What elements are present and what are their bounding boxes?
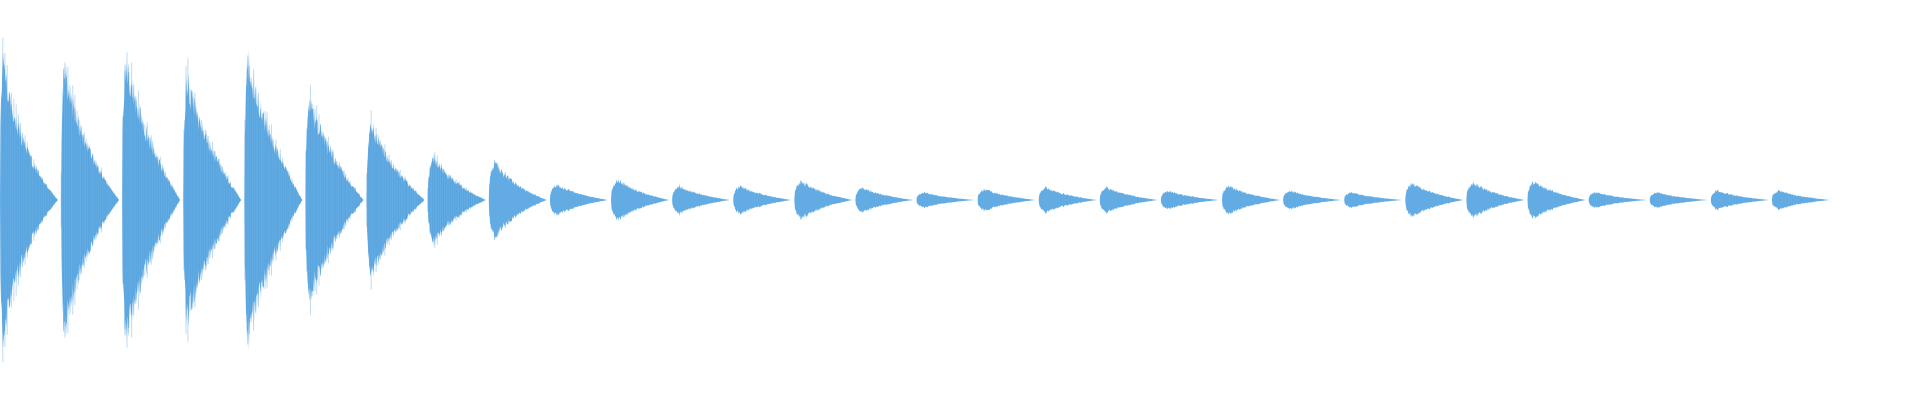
waveform-burst [1222, 184, 1280, 216]
waveform-burst [1649, 191, 1708, 209]
waveform-burst [916, 191, 975, 209]
waveform-burst [1710, 189, 1769, 211]
waveform-burst [1099, 186, 1158, 214]
waveform-burst [672, 184, 731, 216]
waveform-burst [305, 98, 364, 302]
waveform-burst [122, 59, 181, 341]
waveform-burst [183, 72, 242, 328]
waveform-burst [0, 51, 58, 349]
waveform-burst [549, 183, 608, 217]
waveform-burst [1527, 180, 1586, 220]
waveform-burst [1405, 182, 1464, 218]
waveform-burst [366, 122, 425, 278]
waveform-burst [427, 153, 486, 247]
waveform-burst [1344, 191, 1403, 209]
waveform-group [0, 37, 1830, 363]
waveform-burst [488, 159, 547, 241]
waveform-burst [794, 179, 853, 221]
waveform-burst [977, 189, 1036, 211]
waveform-burst [1771, 189, 1830, 211]
waveform-burst [61, 61, 120, 339]
waveform-burst [855, 187, 914, 213]
waveform-burst [1038, 186, 1097, 214]
waveform-burst [244, 48, 303, 352]
waveform-burst [1160, 190, 1219, 210]
waveform-burst [1588, 191, 1647, 209]
waveform-burst [733, 185, 792, 215]
waveform-burst [1283, 190, 1342, 210]
waveform-burst [1466, 181, 1525, 219]
waveform-burst [611, 178, 669, 222]
